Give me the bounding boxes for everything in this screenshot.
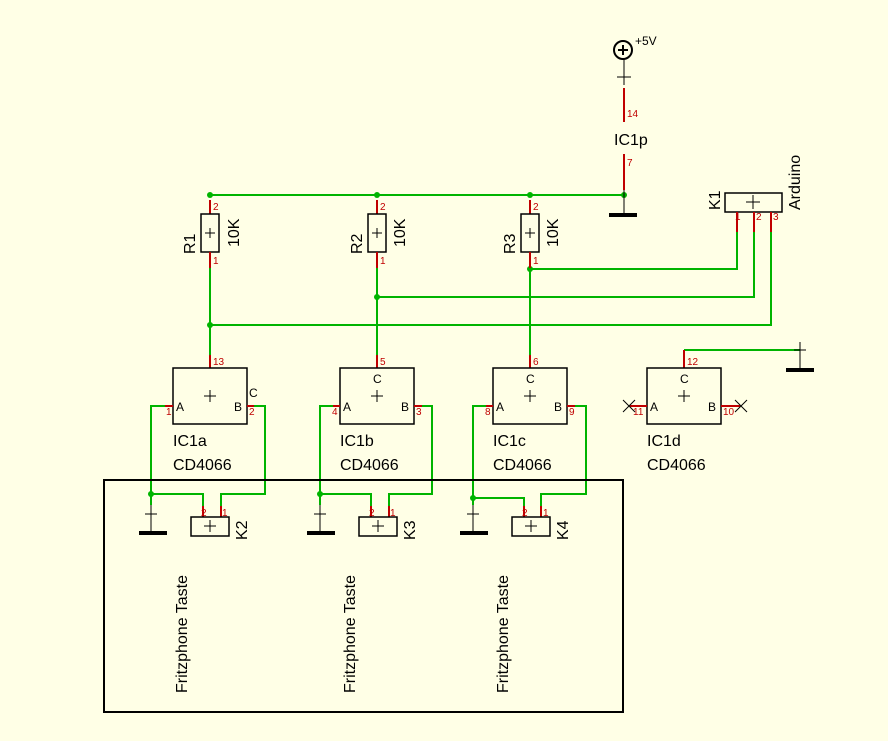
ic1c-pin-a: 8 xyxy=(485,407,491,418)
r2-pin-1: 1 xyxy=(380,256,386,267)
ic1b-pin-c: 5 xyxy=(380,357,386,368)
ground-symbols-keys xyxy=(139,505,488,535)
k1-pin-2: 2 xyxy=(756,212,762,223)
r3-pin-2: 2 xyxy=(533,202,539,213)
k2-pin-2: 2 xyxy=(201,508,207,519)
r1-pin-2: 2 xyxy=(213,202,219,213)
r3-ref: R3 xyxy=(502,233,519,254)
r3-value: 10K xyxy=(545,218,562,247)
r2-ref: R2 xyxy=(349,233,366,254)
ic1c-name: IC1c xyxy=(493,433,526,450)
k1-ref: K1 xyxy=(707,190,724,210)
ic1d-label-b: B xyxy=(708,400,716,414)
k4-caption: Fritzphone Taste xyxy=(495,575,512,693)
power-ic-pin-7: 7 xyxy=(627,158,633,169)
power-label: +5V xyxy=(635,34,657,48)
r1-pin-1: 1 xyxy=(213,256,219,267)
ic1a-label-b: B xyxy=(234,400,242,414)
ic1a-pin-a: 1 xyxy=(166,407,172,418)
k2-caption: Fritzphone Taste xyxy=(174,575,191,693)
ic1a-pin-b: 2 xyxy=(249,407,255,418)
power-ic-name: IC1p xyxy=(614,132,648,149)
ic1c-label-a: A xyxy=(496,400,504,414)
ic1b-label-a: A xyxy=(343,400,351,414)
ic1b-label-c: C xyxy=(373,372,382,386)
resistor-r3: 2 1 R3 10K xyxy=(502,200,562,268)
k1-label: Arduino xyxy=(787,155,804,210)
ic1a-pin-c: 13 xyxy=(213,357,225,368)
k2-pin-1: 1 xyxy=(222,508,228,519)
wires xyxy=(150,194,800,506)
k2-ref: K2 xyxy=(234,520,251,540)
ic1d-label-c: C xyxy=(680,372,689,386)
resistor-r1: 2 1 R1 10K xyxy=(182,200,243,268)
resistor-r2: 2 1 R2 10K xyxy=(349,200,409,268)
ic1b-pin-b: 3 xyxy=(416,407,422,418)
ic1a-name: IC1a xyxy=(173,433,207,450)
connector-k1-arduino: 1 2 3 K1 Arduino xyxy=(707,155,804,232)
ic1b-pin-a: 4 xyxy=(332,407,338,418)
ic1b-label-b: B xyxy=(401,400,409,414)
key-k4: 2 1 K4 Fritzphone Taste xyxy=(495,506,572,693)
ic1d-pin-b: 10 xyxy=(723,407,735,418)
ic1d-part: CD4066 xyxy=(647,457,706,474)
ic1a-part: CD4066 xyxy=(173,457,232,474)
ic1b-part: CD4066 xyxy=(340,457,399,474)
k4-ref: K4 xyxy=(555,520,572,540)
ic1c-label-c: C xyxy=(526,372,535,386)
k3-pin-1: 1 xyxy=(390,508,396,519)
ic1c-part: CD4066 xyxy=(493,457,552,474)
k3-ref: K3 xyxy=(402,520,419,540)
k4-pin-1: 1 xyxy=(543,508,549,519)
ic1a-label-c: C xyxy=(249,386,258,400)
r2-pin-2: 2 xyxy=(380,202,386,213)
switch-ic1a: A B C 1 2 13 IC1a CD4066 xyxy=(165,355,258,474)
r1-value: 10K xyxy=(226,218,243,247)
power-supply-symbol: +5V 14 7 IC1p xyxy=(609,34,657,217)
junction-dots xyxy=(148,192,627,501)
switch-ic1b: A B C 4 3 5 IC1b CD4066 xyxy=(332,355,422,474)
k1-pin-3: 3 xyxy=(773,212,779,223)
k4-pin-2: 2 xyxy=(522,508,528,519)
switch-ic1c: A B C 8 9 6 IC1c CD4066 xyxy=(485,355,575,474)
power-ic-pin-14: 14 xyxy=(627,109,639,120)
switch-ic1d: A B C 11 10 12 IC1d CD4066 xyxy=(622,350,748,474)
key-k2: 2 1 K2 Fritzphone Taste xyxy=(174,506,251,693)
k3-pin-2: 2 xyxy=(369,508,375,519)
ic1c-label-b: B xyxy=(554,400,562,414)
ic1a-label-a: A xyxy=(176,400,184,414)
ic1d-name: IC1d xyxy=(647,433,681,450)
r2-value: 10K xyxy=(392,218,409,247)
ic1b-name: IC1b xyxy=(340,433,374,450)
ic1d-pin-c: 12 xyxy=(687,357,699,368)
ic1c-pin-c: 6 xyxy=(533,357,539,368)
ic1d-label-a: A xyxy=(650,400,658,414)
ic1c-pin-b: 9 xyxy=(569,407,575,418)
k1-pin-1: 1 xyxy=(735,212,741,223)
r3-pin-1: 1 xyxy=(533,256,539,267)
k3-caption: Fritzphone Taste xyxy=(342,575,359,693)
key-k3: 2 1 K3 Fritzphone Taste xyxy=(342,506,419,693)
r1-ref: R1 xyxy=(182,233,199,254)
fritzphone-box xyxy=(103,479,624,713)
ic1d-pin-a: 11 xyxy=(633,407,644,418)
ground-symbol-ic1d xyxy=(786,342,814,372)
